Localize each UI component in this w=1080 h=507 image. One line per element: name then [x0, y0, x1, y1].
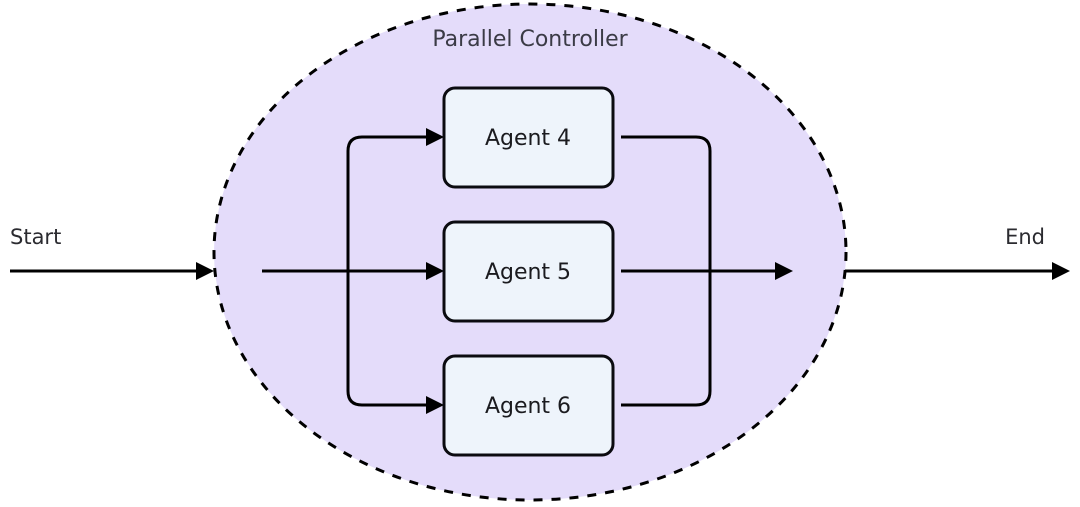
edge-controller-to-end: [845, 262, 1070, 280]
agent-6-label: Agent 6: [485, 394, 571, 419]
agent-4-box[interactable]: [442, 86, 615, 189]
edge-start-to-controller: [10, 262, 214, 280]
agent-5-box[interactable]: [442, 220, 615, 323]
node-agent-4[interactable]: Agent 4: [442, 86, 615, 189]
fanin-merged-trunk: [710, 262, 793, 280]
fanout-top-arrowhead-icon: [426, 128, 444, 146]
fanout-bottom-arrowhead-icon: [426, 396, 444, 414]
fanout-branch-bottom-path: [346, 271, 434, 407]
edge-controller-to-agent-6: [346, 271, 444, 414]
end-label: End: [1005, 225, 1045, 249]
agent-6-box[interactable]: [442, 354, 615, 457]
fanin-branch-bottom-path: [621, 271, 712, 407]
fanout-mid-arrowhead-icon: [426, 262, 444, 280]
agent-5-label: Agent 5: [485, 260, 571, 285]
fanin-arrowhead-icon: [775, 262, 793, 280]
agent-4-label: Agent 4: [485, 126, 571, 151]
edge-controller-to-agent-4: [346, 128, 444, 271]
edge-controller-to-agent-5: [348, 262, 444, 280]
node-agent-6[interactable]: Agent 6: [442, 354, 615, 457]
fanin-branch-top-path: [621, 135, 712, 271]
start-arrowhead-icon: [196, 262, 214, 280]
end-arrowhead-icon: [1052, 262, 1070, 280]
start-label: Start: [10, 225, 61, 249]
parallel-controller-group-label: Parallel Controller: [432, 27, 628, 52]
fanout-branch-top-path: [346, 135, 434, 271]
node-agent-5[interactable]: Agent 5: [442, 220, 615, 323]
